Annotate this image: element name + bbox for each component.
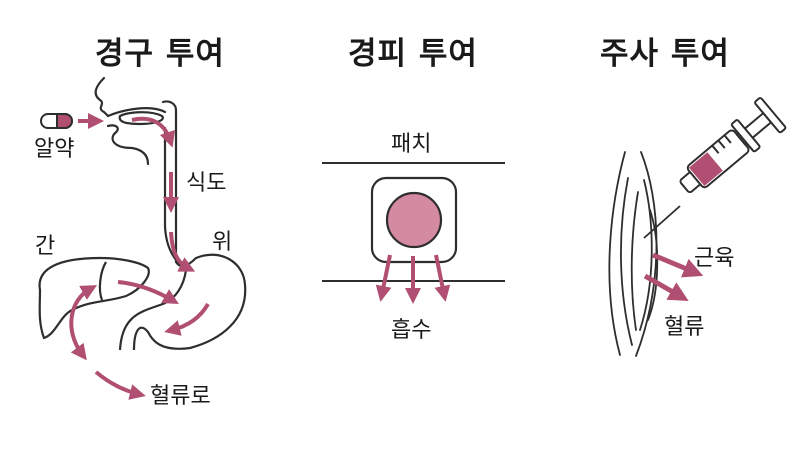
- liver-to-stomach-arrow-icon: [117, 280, 179, 304]
- liver-label: 간: [35, 234, 56, 259]
- injection-title: 주사 투여: [600, 36, 730, 72]
- bloodstream-label-injection: 혈류: [664, 315, 705, 340]
- transdermal-title: 경피 투여: [348, 36, 478, 72]
- stomach-label: 위: [212, 230, 233, 255]
- liver-icon: [38, 256, 150, 340]
- patch-icon: [370, 176, 458, 264]
- stomach-inflow-arrow-icon: [169, 231, 196, 272]
- injection-panel: [608, 97, 787, 357]
- to-muscle-arrow-icon: [652, 252, 704, 278]
- to-bloodstream-arrow-icon: [643, 273, 689, 301]
- muscle-label: 근육: [694, 246, 735, 271]
- mouth-arrow-icon: [131, 116, 176, 148]
- transdermal-panel: [322, 162, 505, 304]
- liver-cycle-arrow-icon: [69, 285, 98, 361]
- patch-label: 패치: [391, 132, 432, 157]
- bloodstream-label-oral: 혈류로: [150, 384, 211, 409]
- syringe-icon: [643, 97, 787, 239]
- to-bloodstream-arrow-icon: [94, 370, 146, 400]
- esophagus-label: 식도: [186, 171, 227, 196]
- pill-icon: [40, 113, 73, 129]
- absorption-label: 흡수: [391, 318, 432, 343]
- pill-label: 알약: [34, 137, 75, 162]
- head-outline-icon: [94, 76, 178, 264]
- absorption-arrow-right-icon: [434, 254, 451, 302]
- muscle-icon: [608, 151, 659, 357]
- absorption-arrow-left-icon: [375, 254, 392, 302]
- oral-panel: [38, 76, 247, 400]
- oral-title: 경구 투여: [95, 36, 225, 72]
- stomach-outflow-arrow-icon: [164, 302, 210, 336]
